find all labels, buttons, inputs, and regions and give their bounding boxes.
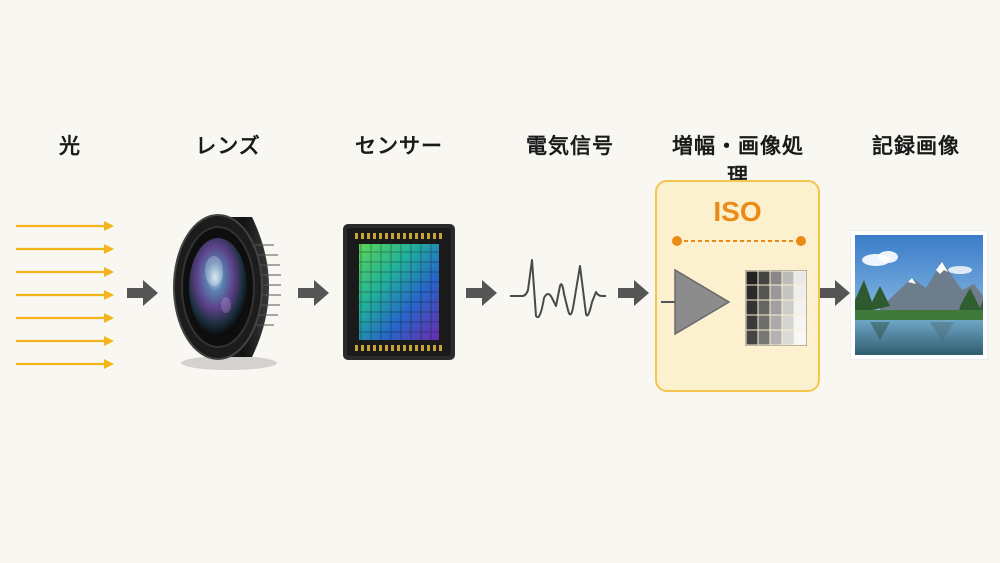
camera-lens-icon — [173, 214, 281, 370]
stage-label-recorded-image: 記録画像 — [872, 134, 960, 158]
image-sensor-icon — [343, 224, 455, 360]
stage-label-light: 光 — [59, 134, 81, 158]
grayscale-processing-grid-icon — [745, 270, 807, 346]
stage-label-lens: レンズ — [195, 134, 261, 158]
iso-amplification-panel: ISO — [655, 180, 820, 392]
flow-arrow-icon — [618, 280, 649, 306]
stage-label-electric-signal: 電気信号 — [526, 134, 614, 158]
flow-arrow-icon — [298, 280, 329, 306]
waveform-icon — [510, 259, 606, 319]
amplifier-icon — [661, 268, 731, 336]
iso-slider-icon — [672, 236, 806, 246]
flow-arrow-icon — [819, 280, 850, 306]
landscape-photo-icon — [850, 230, 988, 360]
iso-label: ISO — [713, 196, 762, 227]
stage-label-sensor: センサー — [355, 134, 443, 158]
flow-arrow-icon — [127, 280, 158, 306]
flow-arrow-icon — [466, 280, 497, 306]
light-rays-icon — [16, 221, 114, 369]
